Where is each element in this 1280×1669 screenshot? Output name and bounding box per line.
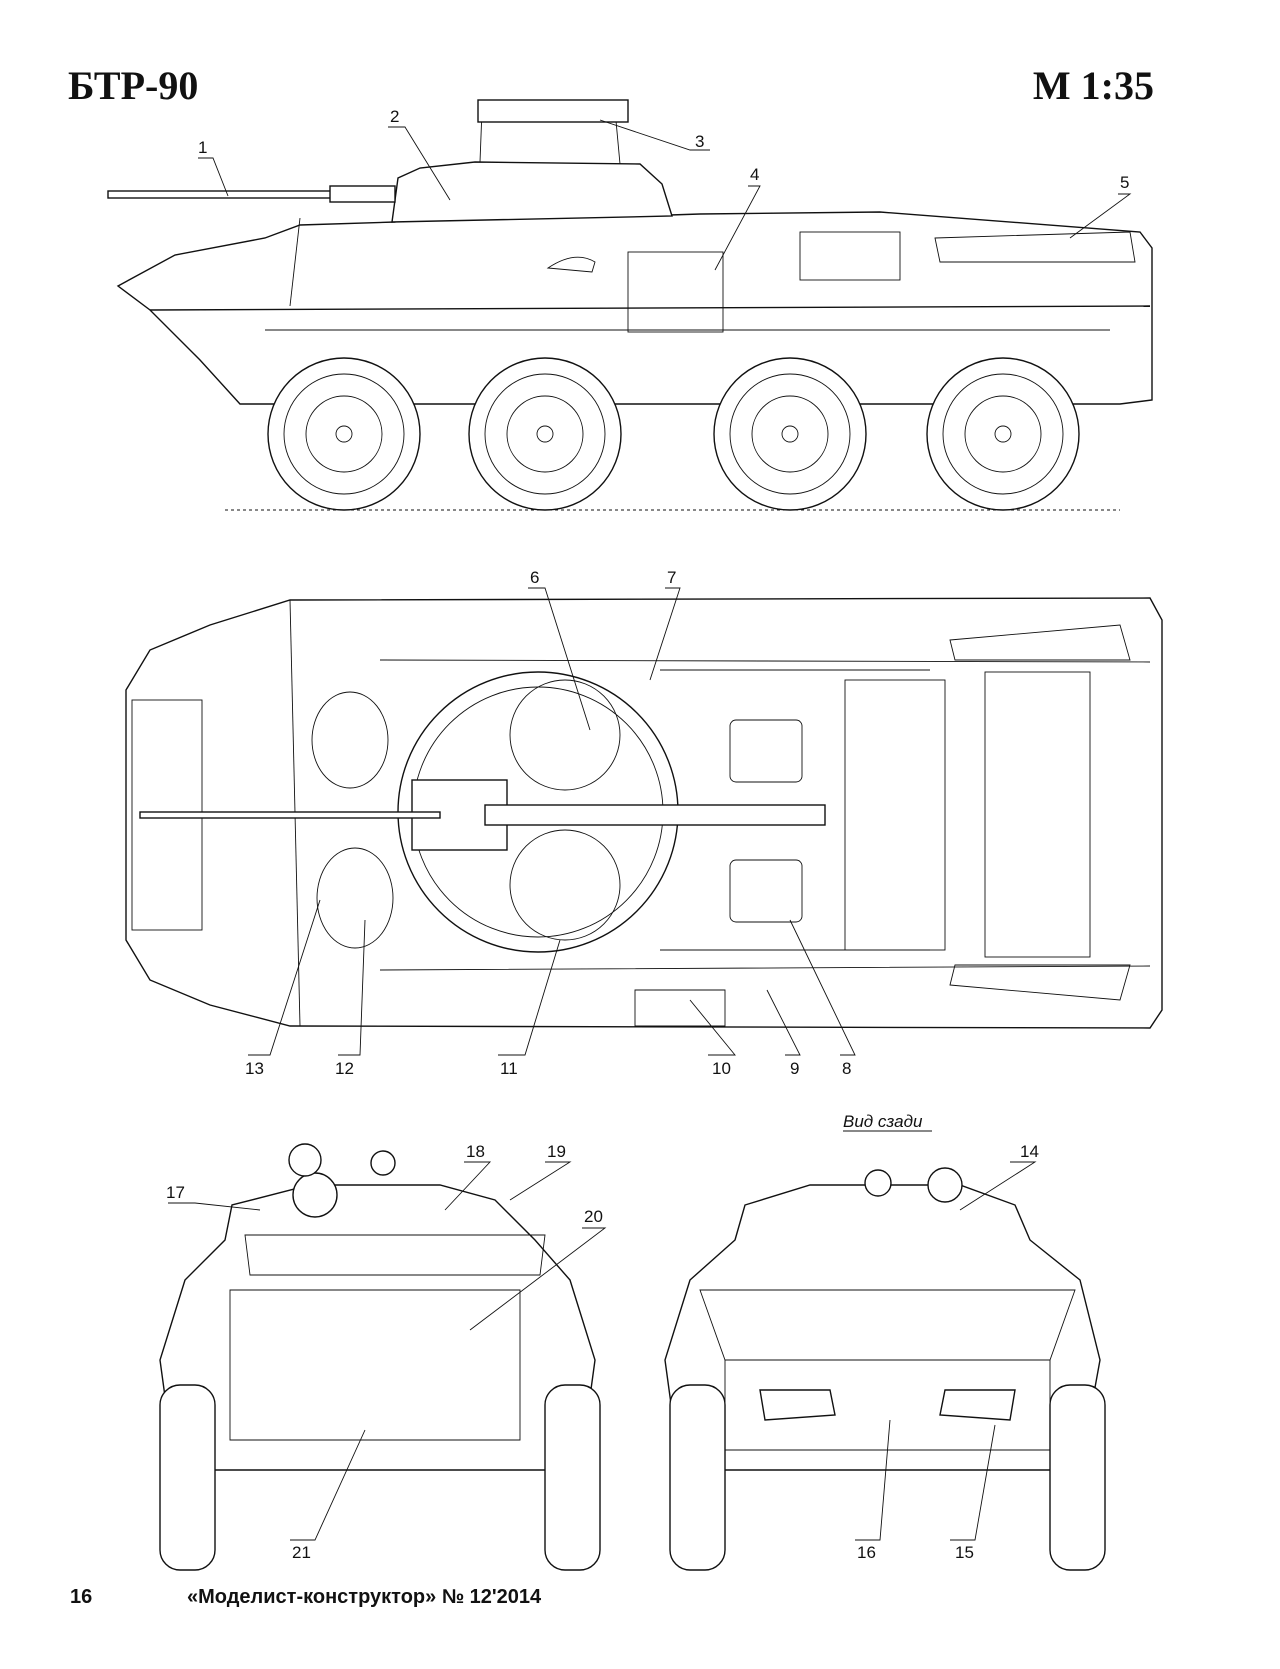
rear-view-caption: Вид сзади (843, 1112, 923, 1131)
wheel-2 (468, 357, 622, 511)
rear-view (664, 1167, 1106, 1571)
callout-labels: 1 2 3 4 5 6 7 8 9 10 11 12 13 14 15 16 1… (166, 107, 1129, 1562)
callout-16: 16 (857, 1543, 876, 1562)
magazine-credit: «Моделист-конструктор» № 12'2014 (187, 1586, 542, 1608)
callout-15: 15 (955, 1543, 974, 1562)
callout-4: 4 (750, 165, 759, 184)
callout-2: 2 (390, 107, 399, 126)
side-view (107, 99, 1153, 511)
callout-12: 12 (335, 1059, 354, 1078)
callout-1: 1 (198, 138, 207, 157)
scale-label: М 1:35 (1032, 63, 1154, 108)
callout-6: 6 (530, 568, 539, 587)
callout-18: 18 (466, 1142, 485, 1161)
callout-11: 11 (500, 1059, 518, 1078)
callout-5: 5 (1120, 173, 1129, 192)
wheel-4 (926, 357, 1080, 511)
callout-7: 7 (667, 568, 676, 587)
callout-19: 19 (547, 1142, 566, 1161)
callout-3: 3 (695, 132, 704, 151)
top-view (125, 597, 1163, 1029)
callout-21: 21 (292, 1543, 311, 1562)
vehicle-title: БТР-90 (68, 63, 199, 108)
wheel-3 (713, 357, 867, 511)
callout-17: 17 (166, 1183, 185, 1202)
callout-20: 20 (584, 1207, 603, 1226)
leader-lines (168, 119, 1132, 1541)
page-number: 16 (70, 1586, 93, 1608)
callout-9: 9 (790, 1059, 799, 1078)
callout-13: 13 (245, 1059, 264, 1078)
callout-14: 14 (1020, 1142, 1039, 1161)
callout-10: 10 (712, 1059, 731, 1078)
front-view (159, 1143, 601, 1571)
callout-8: 8 (842, 1059, 851, 1078)
wheel-1 (267, 357, 421, 511)
